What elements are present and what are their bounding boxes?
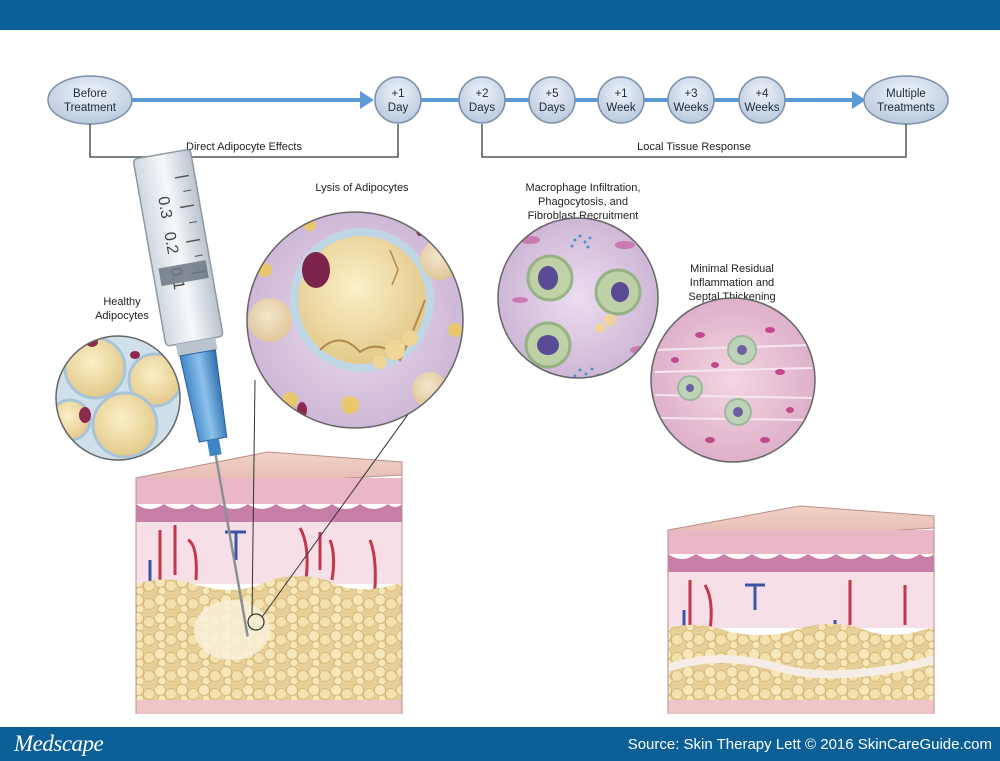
syringe: 0.3 0.2 0.1 (132, 148, 249, 637)
label-healthy-line2: Adipocytes (95, 310, 149, 322)
label-residual-line1: Minimal Residual (690, 263, 774, 275)
node-label-line2: Weeks (674, 102, 709, 114)
node-label-line2: Days (469, 102, 495, 114)
label-healthy-line1: Healthy (103, 296, 141, 308)
node-label-line1: +4 (755, 88, 769, 100)
skin-block-after (666, 505, 935, 714)
node-label-line1: +5 (545, 88, 558, 100)
timeline-node-multiple: Multiple Treatments (863, 75, 949, 125)
panel-healthy-adipocytes (55, 335, 181, 461)
timeline-node-2-days: +2 Days (458, 76, 506, 124)
label-macrophage-line3: Fibroblast Recruitment (528, 210, 639, 222)
timeline-node-3-weeks: +3 Weeks (667, 76, 715, 124)
syringe-mark-02: 0.2 (160, 231, 181, 256)
timeline-arrowhead-2 (852, 91, 866, 109)
medscape-logo: Medscape (14, 731, 104, 756)
timeline-node-1-day: +1 Day (374, 76, 422, 124)
node-label-line2: Treatments (877, 102, 935, 114)
footer-bar: Medscape Source: Skin Therapy Lett © 201… (0, 727, 1000, 761)
node-label-line2: Day (388, 102, 409, 114)
node-label-line1: +3 (684, 88, 697, 100)
bracket-label-local-response: Local Tissue Response (637, 141, 751, 153)
needle-hub (179, 349, 228, 443)
node-label-line1: Multiple (886, 88, 926, 100)
top-bar (0, 0, 1000, 30)
node-label-line2: Days (539, 102, 565, 114)
skin-block-before (135, 451, 403, 714)
source-credit: Source: Skin Therapy Lett © 2016 SkinCar… (627, 736, 992, 753)
syringe-mark-03: 0.3 (154, 195, 175, 220)
zoom-line-left (251, 379, 256, 617)
node-label-line1: +1 (614, 88, 627, 100)
panel-lysis-of-adipocytes (246, 211, 464, 429)
node-label-line2: Week (606, 102, 635, 114)
diagram: Before Treatment +1 Day +2 Days +5 Days … (47, 75, 949, 714)
label-macrophage-line1: Macrophage Infiltration, (526, 182, 641, 194)
label-macrophage-line2: Phagocytosis, and (538, 196, 628, 208)
label-residual-line2: Inflammation and (690, 277, 774, 289)
timeline-node-4-weeks: +4 Weeks (738, 76, 786, 124)
needle (214, 455, 249, 637)
timeline-node-5-days: +5 Days (528, 76, 576, 124)
node-label-line1: +1 (391, 88, 404, 100)
label-lysis: Lysis of Adipocytes (315, 182, 409, 194)
timeline: Before Treatment +1 Day +2 Days +5 Days … (47, 75, 949, 158)
bracket-direct-effects (89, 124, 399, 158)
timeline-node-before: Before Treatment (47, 75, 133, 125)
panel-minimal-residual-inflammation (650, 297, 816, 463)
panel-macrophage-infiltration (497, 217, 659, 379)
bracket-local-response (481, 124, 907, 158)
timeline-arrowhead-1 (360, 91, 374, 109)
bracket-label-direct-effects: Direct Adipocyte Effects (186, 141, 302, 153)
node-label-line2: Treatment (64, 102, 117, 114)
timeline-node-1-week: +1 Week (597, 76, 645, 124)
node-label-line1: Before (73, 88, 107, 100)
node-label-line1: +2 (475, 88, 488, 100)
node-label-line2: Weeks (745, 102, 780, 114)
